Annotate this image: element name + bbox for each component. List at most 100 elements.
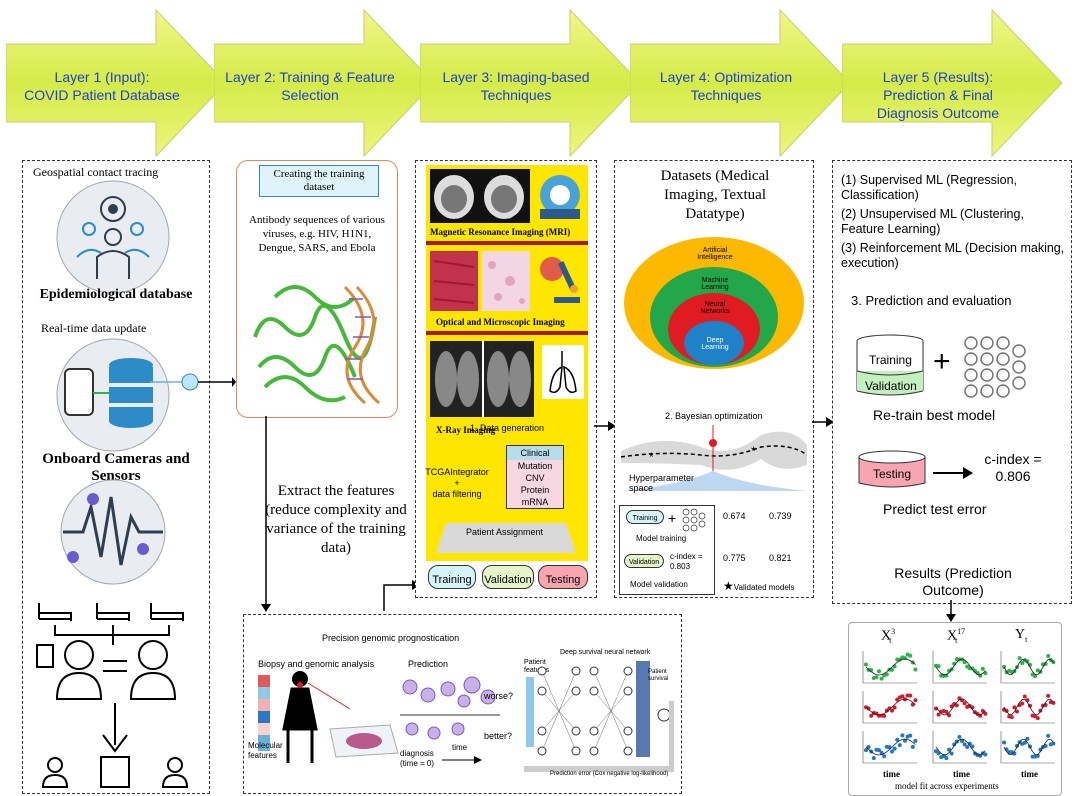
model-box: Training + Model training Validation c-i… <box>619 505 715 595</box>
fit-point <box>934 706 938 711</box>
neural-net-icon <box>964 336 1026 398</box>
fit-point <box>1025 736 1030 741</box>
fit-point <box>952 742 957 747</box>
fit-point <box>884 672 889 677</box>
bayes-plot: ** <box>621 425 807 491</box>
fit-point <box>1051 700 1056 705</box>
divider-2 <box>426 331 588 335</box>
biopsy-label: Biopsy and genomic analysis <box>258 659 375 669</box>
fit-point <box>874 675 879 680</box>
arrow-shape <box>214 8 435 158</box>
retrain-label: Re-train best model <box>873 407 996 423</box>
ai-label: Artificial Intelligence <box>697 247 733 261</box>
sensor-icon <box>53 477 173 592</box>
fit-point <box>871 756 876 761</box>
optical-label: Optical and Microscopic Imaging <box>436 317 565 327</box>
fit-plot-green-2 <box>932 651 988 684</box>
fit-point <box>908 693 913 698</box>
fit-point <box>944 756 949 761</box>
dl-label: Deep Learning <box>701 337 729 351</box>
fit-point <box>1043 744 1048 749</box>
layer-3-label: Layer 3: Imaging-based Techniques <box>442 69 590 103</box>
score-1: 0.739 <box>769 511 792 521</box>
fit-point <box>908 733 913 738</box>
layer-1-arrow: Layer 1 (Input): COVID Patient Database <box>6 8 228 158</box>
fit-plot-red-1 <box>862 691 918 724</box>
cox-model-label: Cox survival model <box>616 654 622 705</box>
fit-line <box>1003 698 1054 716</box>
fit-point <box>890 667 894 672</box>
ml-item-2: (2) Unsupervised ML (Clustering, Feature… <box>841 207 1024 236</box>
assignment-flow <box>436 523 576 553</box>
fit-point <box>962 742 967 747</box>
layer-4-label: Layer 4: Optimization Techniques <box>659 69 793 103</box>
pred-eval-label: 3. Prediction and evaluation <box>851 293 1012 308</box>
microscope-icon <box>538 253 584 314</box>
header-y: Yt <box>1015 627 1028 644</box>
woman-biopsy-icon <box>282 671 399 763</box>
fit-point <box>887 706 892 711</box>
fit-point <box>1002 664 1006 669</box>
svg-text:*: * <box>751 444 756 458</box>
fit-point <box>983 752 988 757</box>
pred-error-label: Prediction error (Cox negative log-likel… <box>550 771 669 777</box>
star-icon: ★ <box>723 579 734 593</box>
arrow-shape <box>6 8 227 158</box>
results-panel: (1) Supervised ML (Regression, Classific… <box>832 160 1072 604</box>
fit-point <box>897 657 902 662</box>
fit-point <box>882 713 887 718</box>
fit-point <box>903 738 907 743</box>
model-fit-panel: X3t X17t Yt time time time model fit acr… <box>848 622 1062 796</box>
datagen-label: 1. Data generation <box>470 423 545 433</box>
fit-point <box>1015 709 1019 714</box>
realtime-label: Real-time data update <box>41 321 147 335</box>
p4-plus: + <box>668 510 677 526</box>
fit-line <box>935 658 986 676</box>
fit-point <box>877 669 881 674</box>
fit-point <box>962 701 967 706</box>
fit-point <box>879 750 884 755</box>
epi-label: Epidemiological database <box>39 287 193 302</box>
nn-label: Neural Networks <box>700 301 730 315</box>
score-3: 0.821 <box>769 553 792 563</box>
layer-3-arrow: Layer 3: Imaging-based Techniques <box>420 8 642 158</box>
xray-label: X-Ray Imaging <box>436 425 496 435</box>
score-2: 0.775 <box>723 553 746 563</box>
validated-text: Validated models <box>733 583 795 592</box>
hyperparam-label: Hyperparameter space <box>629 473 695 493</box>
fit-point <box>866 706 871 711</box>
p4-net-icon <box>682 508 706 532</box>
fit-point <box>944 709 949 714</box>
fit-point <box>1046 693 1051 698</box>
p4-training: Training <box>626 510 664 524</box>
score-0: 0.674 <box>723 511 746 521</box>
cameras-label: Onboard Cameras and Sensors <box>42 451 190 484</box>
testing-set: Testing <box>538 565 588 589</box>
imaging-panel: Magnetic Resonance Imaging (MRI) Optical… <box>415 160 597 598</box>
p4-validation: Validation <box>624 554 664 568</box>
database-icon <box>53 337 173 458</box>
fit-point <box>895 737 900 742</box>
results-label: Results (Prediction Outcome) <box>894 565 1012 598</box>
ml-item-1: (1) Supervised ML (Regression, Classific… <box>841 173 1017 202</box>
p5-testing-label: Testing <box>873 467 912 481</box>
optimization-panel: Datasets (Medical Imaging, Textual Datat… <box>614 160 814 598</box>
fit-point <box>913 738 918 743</box>
ai-venn-diagram <box>624 237 804 369</box>
fit-line <box>865 738 916 756</box>
fit-point <box>957 735 962 740</box>
fit-point <box>1046 653 1051 658</box>
fit-plot-red-3 <box>1000 691 1056 724</box>
mrna-cell: mRNA <box>507 496 563 508</box>
layer-5-arrow: Layer 5 (Results): Prediction & Final Di… <box>842 8 1064 158</box>
molecular-label: Molecular features <box>248 741 283 760</box>
fit-caption: model fit across experiments <box>895 781 999 791</box>
arrow-shape <box>630 8 851 158</box>
mri-images <box>430 169 530 223</box>
to-imaging-arrow <box>383 580 420 611</box>
genomic-panel: Precision genomic prognostication Biopsy… <box>243 614 682 794</box>
to-cindex-arrow <box>933 467 973 479</box>
genomic-title: Precision genomic prognostication <box>322 633 460 643</box>
fit-plot-green-3 <box>1000 651 1056 684</box>
cnv-cell: CNV <box>507 472 563 484</box>
